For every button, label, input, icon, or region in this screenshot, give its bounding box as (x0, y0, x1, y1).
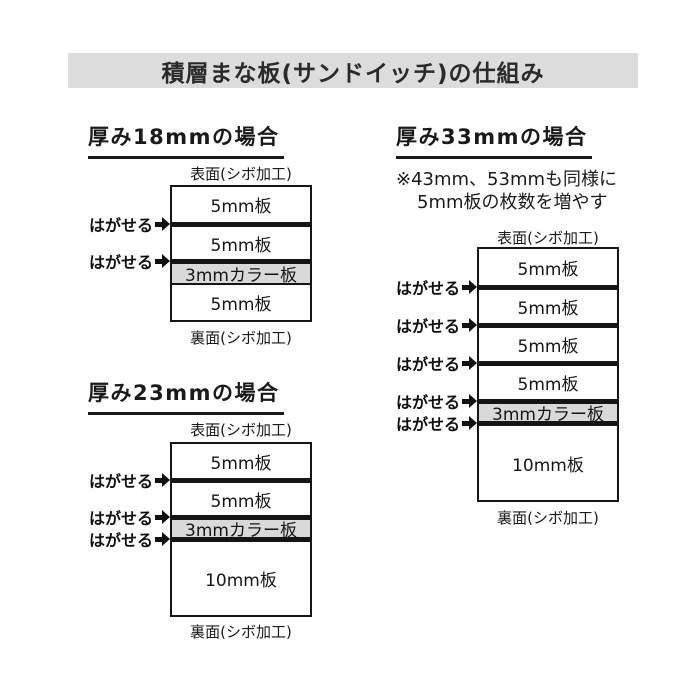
board-layer: 5mm板 (517, 299, 579, 319)
board-stack-18mm: 5mm板 5mm板 3mmカラー板 5mm板 (170, 185, 312, 322)
board-layer: 10mm板 (205, 571, 277, 591)
board-layer: 10mm板 (512, 455, 584, 476)
peel-label: はがせる (88, 470, 170, 491)
peel-label: はがせる (395, 353, 477, 374)
peel-arrow-icon (462, 356, 477, 370)
peel-label: はがせる (88, 507, 170, 528)
peel-label-text: はがせる (88, 509, 153, 528)
peel-divider (479, 421, 617, 426)
peel-divider (172, 478, 310, 483)
peel-arrow-icon (462, 394, 477, 408)
surface-label-18mm: 表面(シボ加工) (190, 165, 292, 183)
surface-label-23mm: 表面(シボ加工) (190, 421, 292, 439)
note-line-2: 5mm板の枚数を増やす (417, 192, 608, 213)
peel-label-text: はがせる (395, 393, 460, 412)
peel-label-text: はがせる (88, 531, 153, 550)
peel-label-text: はがせる (395, 317, 460, 336)
peel-label: はがせる (88, 214, 170, 235)
peel-arrow-icon (462, 280, 477, 294)
peel-label: はがせる (395, 413, 477, 434)
peel-arrow-icon (462, 318, 477, 332)
section-23mm-heading: 厚み23mmの場合 (88, 377, 284, 415)
peel-label: はがせる (88, 251, 170, 272)
page-title: 積層まな板(サンドイッチ)の仕組み (161, 60, 545, 87)
peel-label-text: はがせる (88, 216, 153, 235)
section-18mm-heading: 厚み18mmの場合 (88, 121, 284, 159)
note-line-1: ※43mm、53mmも同様に (396, 169, 618, 190)
peel-label-text: はがせる (395, 415, 460, 434)
board-layer: 5mm板 (517, 375, 579, 395)
peel-label: はがせる (88, 529, 170, 550)
peel-arrow-icon (462, 416, 477, 430)
peel-label-text: はがせる (88, 472, 153, 491)
glue-divider (172, 283, 310, 285)
peel-label: はがせる (395, 315, 477, 336)
board-stack-33mm: 5mm板 5mm板 5mm板 5mm板 3mmカラー板 10mm板 (477, 247, 619, 502)
color-board-layer: 3mmカラー板 (172, 264, 310, 286)
peel-arrow-icon (155, 217, 170, 231)
board-layer: 5mm板 (210, 235, 272, 256)
board-layer: 5mm板 (210, 453, 272, 474)
peel-label: はがせる (395, 391, 477, 412)
peel-label-text: はがせる (88, 253, 153, 272)
back-label-23mm: 裏面(シボ加工) (190, 623, 292, 641)
board-layer: 5mm板 (210, 197, 272, 217)
board-stack-23mm: 5mm板 5mm板 3mmカラー板 10mm板 (170, 442, 312, 617)
peel-divider (479, 399, 617, 404)
peel-divider (172, 222, 310, 227)
board-layer: 5mm板 (210, 295, 272, 315)
surface-label-33mm: 表面(シボ加工) (497, 229, 599, 247)
color-board-layer: 3mmカラー板 (479, 404, 617, 425)
peel-divider (479, 285, 617, 290)
peel-label: はがせる (395, 277, 477, 298)
peel-label-text: はがせる (395, 279, 460, 298)
peel-divider (479, 361, 617, 366)
peel-divider (479, 323, 617, 328)
color-board-layer: 3mmカラー板 (172, 520, 310, 541)
peel-divider (172, 537, 310, 542)
board-layer: 5mm板 (517, 337, 579, 357)
peel-arrow-icon (155, 473, 170, 487)
back-label-18mm: 裏面(シボ加工) (190, 329, 292, 347)
peel-divider (172, 259, 310, 264)
peel-divider (172, 515, 310, 520)
peel-arrow-icon (155, 532, 170, 546)
section-33mm-heading: 厚み33mmの場合 (396, 121, 592, 159)
peel-arrow-icon (155, 510, 170, 524)
board-layer: 5mm板 (517, 259, 579, 280)
title-bar: 積層まな板(サンドイッチ)の仕組み (68, 53, 638, 88)
back-label-33mm: 裏面(シボ加工) (497, 509, 599, 527)
board-layer: 5mm板 (210, 491, 272, 512)
peel-arrow-icon (155, 254, 170, 268)
note-33mm: ※43mm、53mmも同様に 5mm板の枚数を増やす (396, 168, 617, 214)
peel-label-text: はがせる (395, 355, 460, 374)
